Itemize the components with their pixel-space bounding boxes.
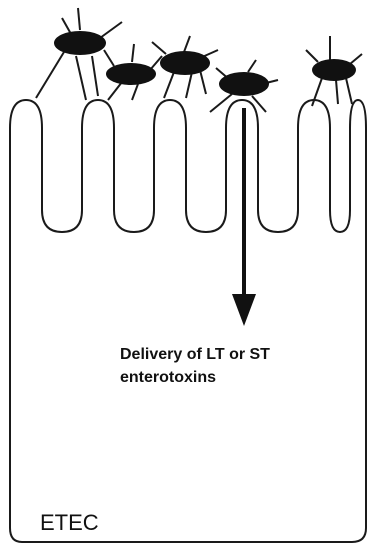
bacterium-4 [210, 60, 278, 112]
caption-line-2: enterotoxins [120, 366, 270, 389]
toxin-delivery-caption: Delivery of LT or ST enterotoxins [120, 343, 270, 389]
bacterium-1 [36, 8, 122, 100]
bacterium-2 [104, 44, 162, 100]
bacterium-5 [306, 36, 362, 106]
caption-line-1: Delivery of LT or ST [120, 343, 270, 366]
bacterium-3 [152, 36, 218, 98]
delivery-arrow [232, 108, 256, 326]
etec-label: ETEC [40, 510, 99, 536]
enterocyte-outline [10, 100, 366, 542]
